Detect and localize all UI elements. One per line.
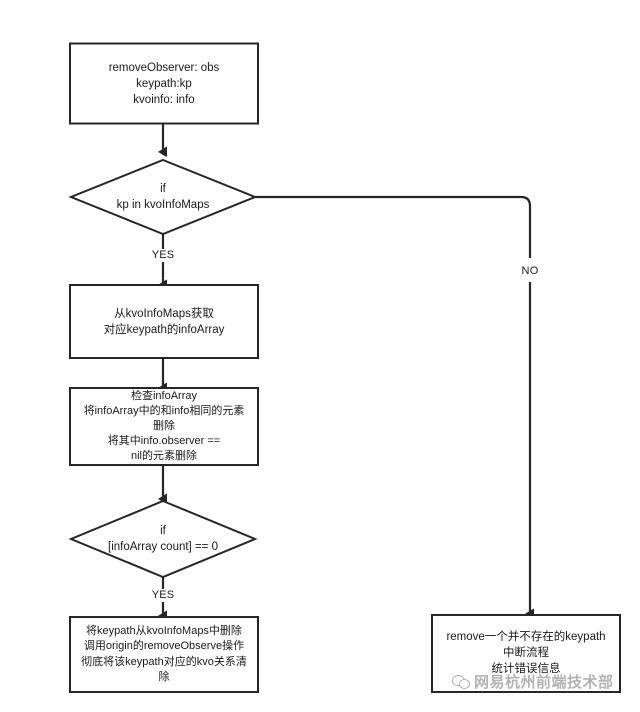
edge-decision1-error [255,195,532,258]
node-start-shape [69,42,259,125]
watermark-text: 网易杭州前端技术部 [474,672,614,691]
node-cleanup-shape [69,616,259,693]
watermark: 网易杭州前端技术部 [452,668,628,694]
node-decision1-shape [68,158,258,236]
node-fetch-shape [69,284,259,359]
edge-label-decision1-yes: YES [151,249,175,261]
node-decision2-shape [68,499,258,579]
edge-label-decision2-yes: YES [151,589,175,601]
edge-label-decision1-no: NO [521,265,539,277]
node-check-shape [69,387,259,466]
wechat-icon [452,673,470,689]
